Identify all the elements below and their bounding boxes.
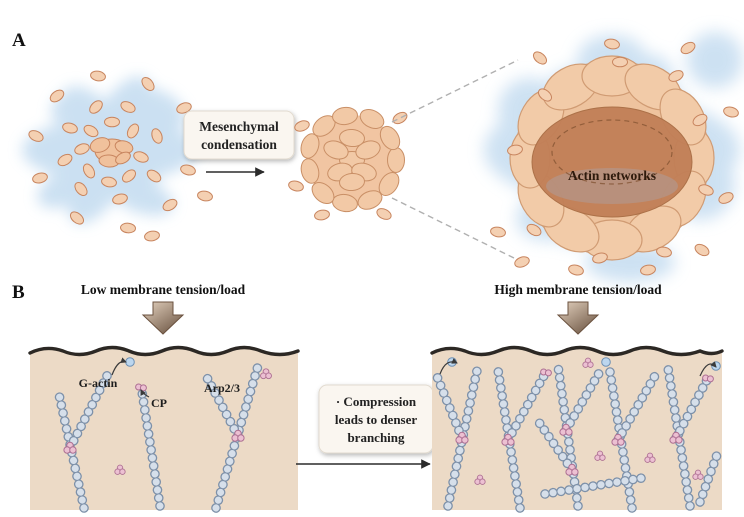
polymerization-arrow <box>439 358 458 375</box>
membrane-high <box>430 345 724 357</box>
high-tension-heading: High membrane tension/load <box>494 282 662 297</box>
g-actin-monomer <box>601 357 611 367</box>
g-actin-label: G-actin <box>79 376 118 390</box>
arp23-label: Arp2/3 <box>204 381 240 395</box>
cortex-panel-high <box>430 345 724 511</box>
low-tension-heading: Low membrane tension/load <box>81 282 246 297</box>
compression-text-line1: · Compression <box>336 394 417 409</box>
down-arrow-low <box>141 301 185 335</box>
condensation-text-line2: condensation <box>201 137 277 152</box>
zoom-guides <box>391 59 519 259</box>
g-actin-monomer <box>711 361 721 371</box>
capping-protein <box>702 374 714 383</box>
compression-note: · Compression leads to denser branching <box>296 384 434 469</box>
condensation-note-box <box>183 110 295 160</box>
panel-a-label: A <box>12 30 26 51</box>
panel-a: A <box>12 30 743 282</box>
polymerization-arrow <box>111 357 127 376</box>
capping-protein <box>540 368 552 377</box>
panel-b-label: B <box>12 282 25 303</box>
panel-b: B Low membrane tension/load High membran… <box>12 282 724 511</box>
down-arrow-high <box>556 301 600 335</box>
cp-label: CP <box>151 396 167 410</box>
compression-text-line3: branching <box>347 430 405 445</box>
compression-text-line2: leads to denser <box>335 412 418 427</box>
cell-cluster-dispersed <box>26 69 214 243</box>
condensed-sphere <box>287 105 410 223</box>
membrane-low <box>28 345 300 357</box>
condensation-text-line1: Mesenchymal <box>199 119 279 134</box>
cp-pointer-arrow <box>140 389 150 398</box>
actin-networks-label: Actin networks <box>568 168 656 183</box>
condensation-note: Mesenchymal condensation <box>183 110 295 177</box>
g-actin-monomer <box>125 357 135 367</box>
actin-sphere: Actin networks <box>489 37 740 278</box>
polymerization-arrow <box>699 361 717 377</box>
capping-protein <box>135 383 147 392</box>
cortex-panel-low: G-actin CP Arp2/3 <box>28 345 300 511</box>
